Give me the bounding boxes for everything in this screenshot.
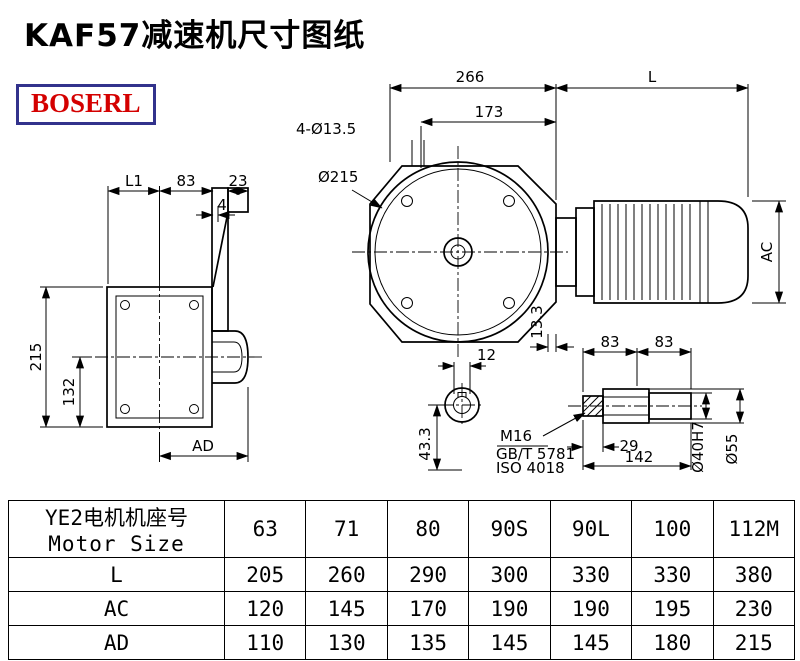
table-cell: 380 (712, 557, 796, 592)
dim-bore-label: Ø40H7 (689, 421, 707, 473)
size-112M-cell: 112M (712, 500, 796, 558)
table-cell: 135 (386, 625, 470, 660)
table-cell: 290 (386, 557, 470, 592)
table-cell: 145 (549, 625, 633, 660)
size-80-cell: 80 (386, 500, 470, 558)
dim-55-label: Ø55 (723, 434, 741, 465)
dimension-drawing: 266 L 173 4-Ø13.5 Ø215 AC 13.3 (27, 68, 786, 477)
table-cell: 300 (468, 557, 551, 592)
dim-215-label: 215 (27, 343, 45, 372)
table-row-AC: AC 120 145 170 190 190 195 230 (8, 591, 796, 626)
table-cell: 145 (305, 591, 388, 626)
table-row-L: L 205 260 290 300 330 330 380 (8, 557, 796, 592)
side-dimensions: L1 83 23 4 215 132 AD (27, 172, 249, 462)
label-iso-standard: ISO 4018 (496, 459, 565, 477)
size-90L-cell: 90L (549, 500, 633, 558)
motor-side-view (555, 200, 749, 304)
dim-29-label: 29 (619, 437, 638, 455)
dim-173-label: 173 (475, 103, 504, 121)
row-label-AC: AC (8, 591, 225, 626)
table-header-row: YE2电机机座号 Motor Size 63 71 80 90S 90L 100… (8, 500, 796, 558)
dim-L1-label: L1 (125, 172, 143, 190)
dim-83b-label: 83 (654, 333, 673, 351)
dim-flange-diameter-label: Ø215 (318, 168, 358, 186)
table-row-AD: AD 110 130 135 145 145 180 215 (8, 625, 796, 660)
shaft-dimensions: 83 83 M16 GB/T 5781 ISO 4018 29 142 Ø40H… (496, 333, 745, 477)
motor-size-label-cn: YE2电机机座号 (45, 506, 188, 530)
shaft-end-section-view (440, 383, 484, 427)
dim-43-3-label: 43.3 (416, 427, 434, 460)
dim-12-label: 12 (477, 346, 496, 364)
dim-4-label: 4 (217, 196, 227, 214)
shaft-detail-view (568, 388, 702, 424)
table-cell: 190 (549, 591, 633, 626)
side-view (95, 187, 262, 437)
table-cell: 230 (712, 591, 796, 626)
size-100-cell: 100 (631, 500, 714, 558)
table-cell: 195 (631, 591, 714, 626)
table-cell: 260 (305, 557, 388, 592)
table-cell: 190 (468, 591, 551, 626)
section-dimensions: 12 43.3 (416, 346, 496, 471)
table-cell: 120 (223, 591, 307, 626)
size-63-cell: 63 (223, 500, 307, 558)
dim-142-label: 142 (625, 448, 654, 466)
dim-bolt-holes-label: 4-Ø13.5 (296, 120, 356, 138)
dim-23-label: 23 (228, 172, 247, 190)
dim-83-side-label: 83 (176, 172, 195, 190)
page-title: KAF57减速机尺寸图纸 (24, 18, 366, 54)
table-cell: 205 (223, 557, 307, 592)
row-label-L: L (8, 557, 225, 592)
front-view (352, 146, 568, 360)
table-cell: 145 (468, 625, 551, 660)
row-label-AD: AD (8, 625, 225, 660)
table-cell: 170 (386, 591, 470, 626)
label-gb-standard: GB/T 5781 (496, 445, 575, 463)
dimension-table: YE2电机机座号 Motor Size 63 71 80 90S 90L 100… (8, 500, 796, 660)
size-71-cell: 71 (305, 500, 388, 558)
front-dimensions: 266 L 173 4-Ø13.5 Ø215 AC 13.3 (296, 68, 786, 352)
table-cell: 330 (549, 557, 633, 592)
dim-132-label: 132 (60, 378, 78, 407)
table-cell: 180 (631, 625, 714, 660)
table-cell: 110 (223, 625, 307, 660)
motor-size-header-cell: YE2电机机座号 Motor Size (8, 500, 225, 558)
dim-266-label: 266 (456, 68, 485, 86)
dim-L-label: L (648, 68, 657, 86)
dim-AC-label: AC (758, 242, 776, 262)
table-cell: 330 (631, 557, 714, 592)
dim-13-3-label: 13.3 (528, 305, 546, 338)
table-cell: 130 (305, 625, 388, 660)
table-cell: 215 (712, 625, 796, 660)
size-90S-cell: 90S (468, 500, 551, 558)
motor-size-label-en: Motor Size (48, 532, 185, 556)
label-M16: M16 (500, 427, 532, 445)
dim-AD-label: AD (192, 437, 214, 455)
boserl-logo: BOSERL (16, 84, 156, 125)
dim-83a-label: 83 (600, 333, 619, 351)
